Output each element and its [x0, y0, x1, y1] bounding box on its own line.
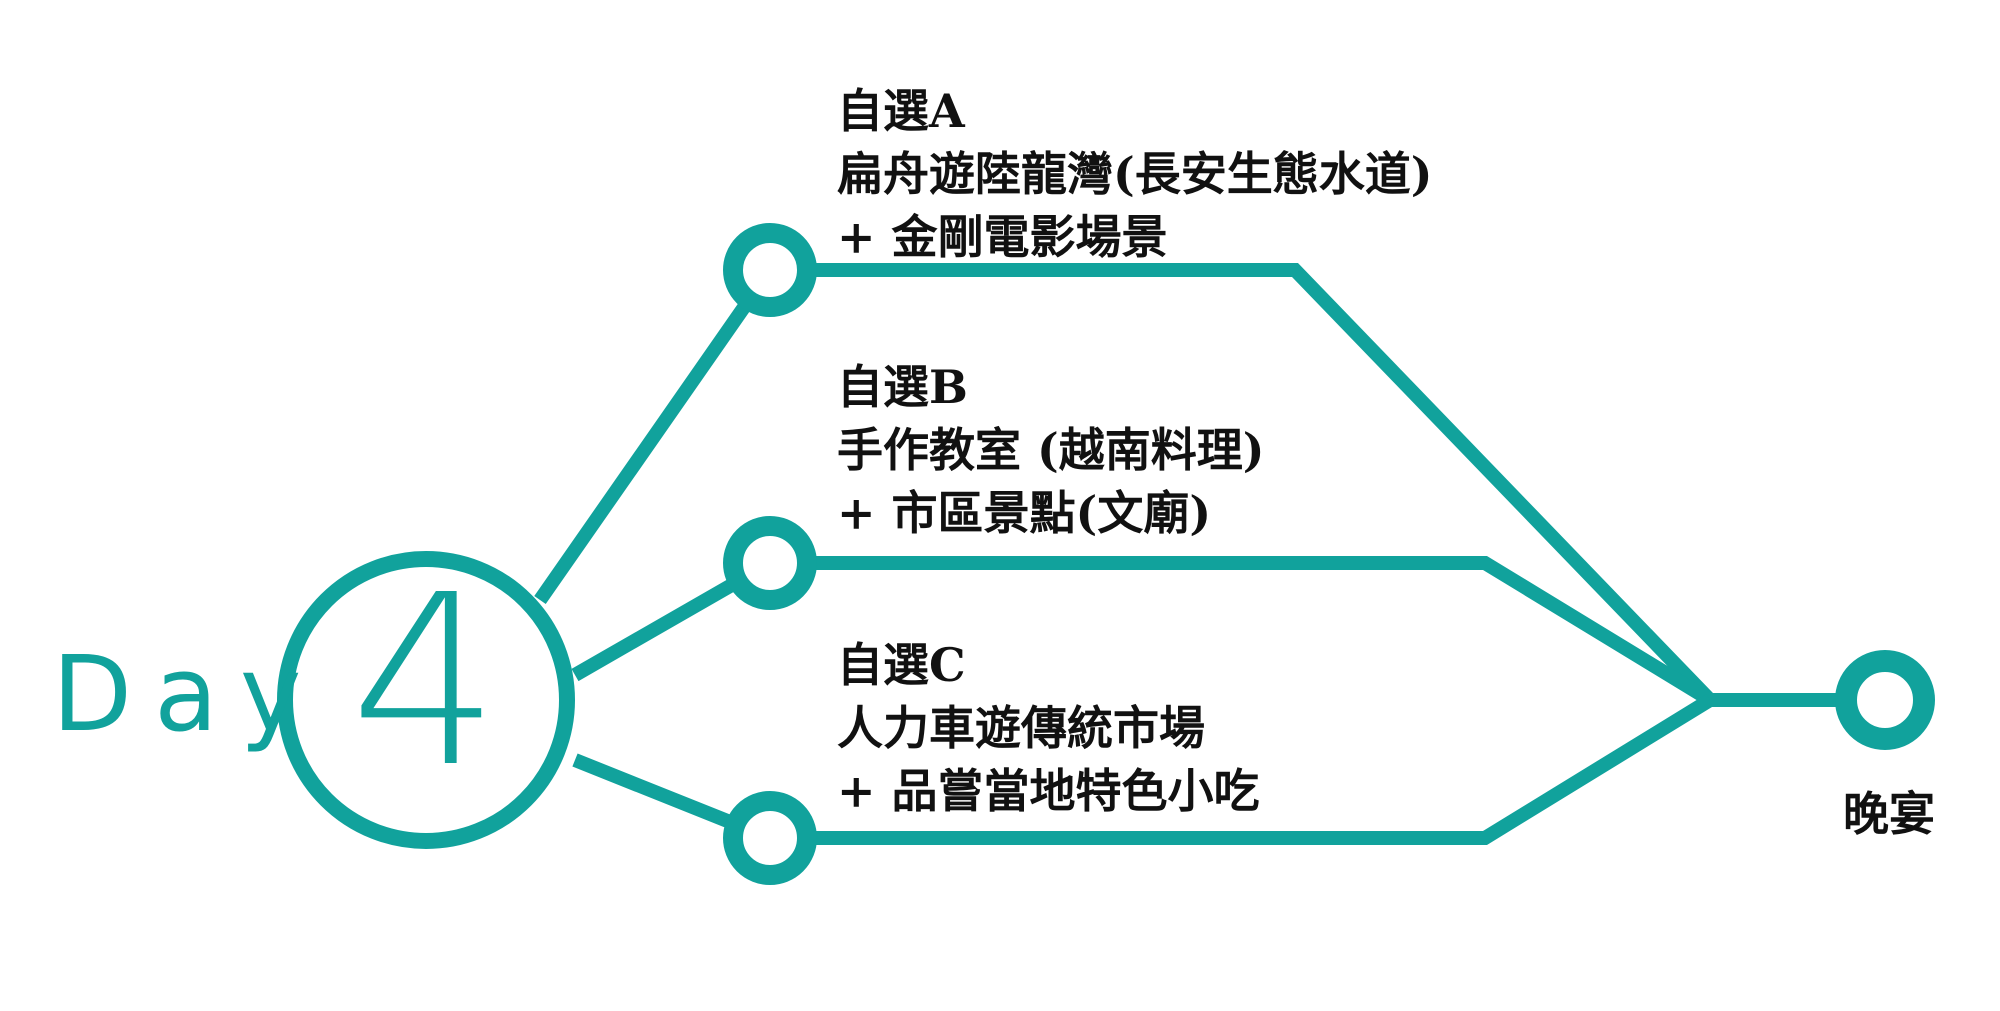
- option-a-text: 自選A 扁舟遊陸龍灣(長安生態水道) + 金剛電影場景: [837, 80, 1433, 269]
- day-label: Day: [52, 633, 324, 755]
- option-b-text: 自選B 手作教室 (越南料理) + 市區景點(文廟): [837, 356, 1265, 545]
- end-node: [1835, 650, 1935, 750]
- option-c-title: 自選C: [837, 638, 966, 692]
- option-c-line-2: + 品嘗當地特色小吃: [837, 764, 1260, 818]
- dinner-label: 晚宴: [1843, 787, 1935, 841]
- option-c-line-1: 人力車遊傳統市場: [837, 701, 1205, 755]
- option-a-node: [723, 223, 817, 317]
- route-a-line: [534, 263, 1716, 705]
- option-a-line-1: 扁舟遊陸龍灣(長安生態水道): [837, 147, 1433, 201]
- option-a-line-2: + 金剛電影場景: [837, 210, 1168, 264]
- day-circle: [277, 551, 575, 849]
- option-b-node: [723, 516, 817, 610]
- route-c-line: [572, 694, 1714, 845]
- option-c-text: 自選C 人力車遊傳統市場 + 品嘗當地特色小吃: [837, 634, 1260, 823]
- day-number: 4: [349, 544, 501, 819]
- option-b-line-1: 手作教室 (越南料理): [837, 423, 1265, 477]
- option-c-node: [723, 791, 817, 885]
- option-b-line-2: + 市區景點(文廟): [837, 486, 1212, 540]
- option-a-title: 自選A: [837, 84, 965, 138]
- option-b-title: 自選B: [837, 360, 968, 414]
- route-b-line: [571, 556, 1714, 706]
